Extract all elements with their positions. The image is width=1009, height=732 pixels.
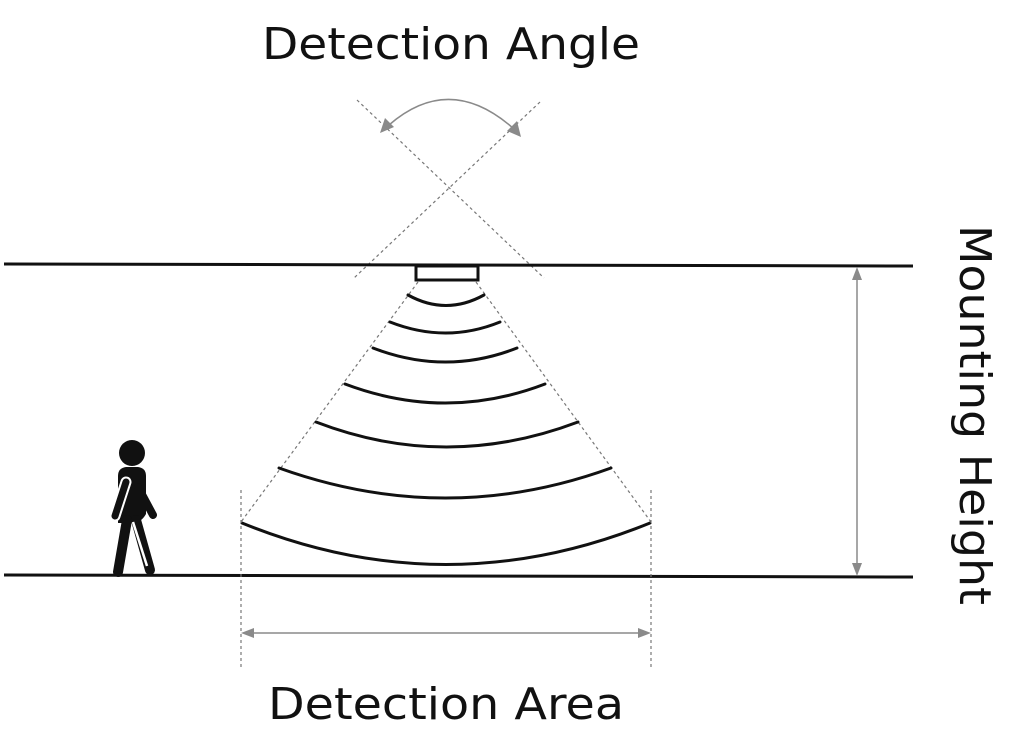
detection-wave	[314, 420, 580, 449]
detection-angle-label: Detection Angle	[262, 19, 640, 70]
height-arrowhead-top	[852, 267, 862, 280]
area-arrowhead-left	[241, 628, 254, 638]
detection-area-dimension	[240, 490, 652, 668]
mounting-height-label: Mounting Height	[949, 225, 1000, 605]
angle-arrowhead-right	[507, 121, 521, 137]
angle-arc	[380, 98, 521, 137]
floor-line	[3, 573, 914, 579]
angle-arrowhead-left	[380, 118, 394, 133]
detection-area-label: Detection Area	[268, 679, 624, 730]
area-arrowhead-right	[638, 628, 651, 638]
height-arrowhead-bottom	[852, 563, 862, 576]
walking-person-icon	[109, 440, 157, 577]
detection-wave	[371, 346, 519, 364]
mounting-height-dimension	[852, 267, 862, 576]
detection-waves	[240, 293, 652, 566]
detection-wave	[277, 466, 613, 500]
motion-sensor-icon	[414, 264, 480, 282]
detection-wave	[343, 382, 547, 405]
detection-wave	[388, 320, 502, 335]
detection-wave	[406, 293, 486, 307]
detection-wave	[240, 521, 652, 566]
